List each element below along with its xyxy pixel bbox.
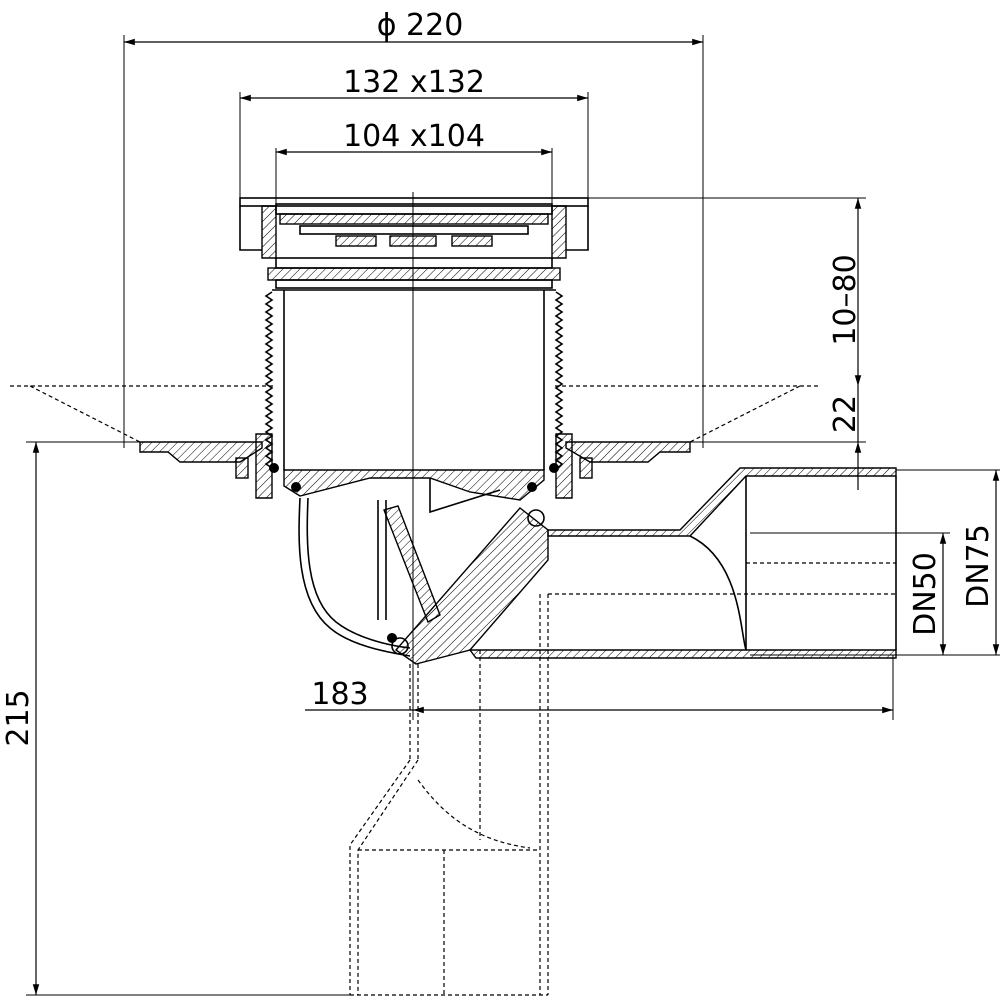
dimension-frame: 132 x132: [239, 65, 589, 205]
dimension-diameter-label: ϕ 220: [377, 8, 464, 43]
horizontal-outlet: [468, 467, 897, 659]
dimension-dn50-label: DN50: [908, 552, 943, 636]
dimension-total-height: 215: [1, 441, 350, 996]
floor-lines: [10, 385, 820, 443]
vertical-outlet: [349, 594, 549, 996]
grate-frame: [239, 197, 589, 289]
dimension-frame-label: 132 x132: [343, 65, 485, 100]
dimension-total-height-label: 215: [1, 689, 36, 746]
dimension-outlet-distance: 183: [305, 655, 894, 720]
dimension-diameter: ϕ 220: [123, 8, 704, 448]
dimension-height-adjust-label: 10–80: [828, 254, 863, 345]
dimension-grate: 104 x104: [275, 119, 553, 205]
dimension-flange: 22: [690, 386, 866, 490]
dimension-grate-label: 104 x104: [343, 119, 485, 154]
extension-body: [264, 289, 564, 471]
dimension-dn75: DN75: [896, 469, 1000, 656]
dimension-flange-label: 22: [828, 395, 863, 433]
dimension-outlet-distance-label: 183: [311, 677, 368, 712]
dimension-dn75-label: DN75: [961, 524, 996, 608]
trap-body: [283, 469, 549, 665]
body-flange: [139, 433, 691, 499]
dimension-height-adjust: 10–80: [560, 197, 866, 386]
